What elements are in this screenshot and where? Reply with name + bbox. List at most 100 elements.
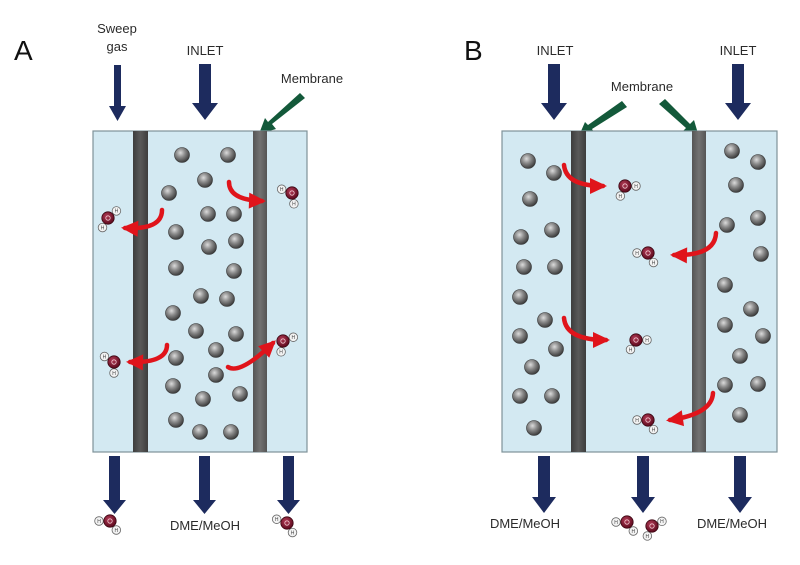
sweep-outlet-arrow-right <box>277 456 300 514</box>
svg-text:H: H <box>629 347 633 353</box>
methanol-particle <box>165 378 181 394</box>
methanol-particle <box>193 288 209 304</box>
panel-a-letter: A <box>14 35 33 66</box>
water-molecule-icon: HH <box>611 515 639 536</box>
water-molecule-icon: HH <box>97 206 122 233</box>
oxygen-atom <box>620 515 634 529</box>
product-outlet-arrow-b-right <box>728 456 752 513</box>
hydrogen-atom <box>625 344 636 355</box>
oxygen-atom <box>641 413 655 427</box>
sweep-gas-inlet-arrow <box>109 65 126 121</box>
svg-text:H: H <box>660 519 664 525</box>
oxygen-atom <box>107 355 121 369</box>
svg-text:H: H <box>635 418 639 424</box>
hydrogen-atom <box>276 184 287 194</box>
hydrogen-atom <box>632 415 642 425</box>
sweep-outlet-arrow-left <box>103 456 126 514</box>
svg-text:H: H <box>115 209 119 215</box>
sweep-gas-label-line1: Sweep <box>97 21 137 36</box>
methanol-particles-a <box>161 147 248 440</box>
hydrogen-atom <box>111 206 122 216</box>
hydrogen-atom <box>611 517 621 527</box>
svg-text:H: H <box>635 251 639 257</box>
water-molecule-icon: HH <box>625 333 652 355</box>
methanol-particle <box>168 260 184 276</box>
oxygen-atom <box>103 514 117 528</box>
membrane-b-right <box>692 131 706 452</box>
methanol-particle <box>524 359 540 375</box>
membrane-pointer-arrow-a <box>259 93 305 134</box>
methanol-particle <box>512 289 528 305</box>
methanol-particle <box>161 185 177 201</box>
svg-text:H: H <box>619 194 623 200</box>
methanol-particle <box>165 305 181 321</box>
hydrogen-atom <box>657 516 667 527</box>
product-outlet-label-a: DME/MeOH <box>170 518 240 533</box>
hydrogen-atom <box>642 335 652 345</box>
inlet-label-a: INLET <box>187 43 224 58</box>
water-molecule-icon: HH <box>632 246 659 268</box>
methanol-particle <box>516 259 532 275</box>
membrane-pointer-arrow-b-right <box>659 99 699 137</box>
methanol-particle <box>168 224 184 240</box>
hydrogen-atom <box>97 222 108 233</box>
hydrogen-atom <box>289 199 299 209</box>
svg-text:H: H <box>292 335 296 341</box>
product-outlet-label-b-left: DME/MeOH <box>490 516 560 531</box>
methanol-particle <box>168 412 184 428</box>
methanol-particle <box>200 206 216 222</box>
product-outlet-arrow-b-left <box>532 456 556 513</box>
sweep-gas-label-line2: gas <box>107 39 128 54</box>
hydrogen-atom <box>109 368 119 378</box>
methanol-particle <box>520 153 536 169</box>
methanol-particle <box>750 376 766 392</box>
permeation-arrow <box>666 390 716 427</box>
membrane-label-b: Membrane <box>611 79 673 94</box>
methanol-particle <box>753 246 769 262</box>
permeation-arrow <box>225 340 276 371</box>
methanol-particle <box>513 229 529 245</box>
methanol-particle <box>228 233 244 249</box>
svg-text:H: H <box>631 529 635 535</box>
water-molecule-icon: HH <box>615 179 641 201</box>
methanol-particle <box>732 407 748 423</box>
methanol-particle <box>544 222 560 238</box>
methanol-particle <box>743 301 759 317</box>
methanol-particle <box>232 386 248 402</box>
methanol-particle <box>719 217 735 233</box>
membrane-label-a: Membrane <box>281 71 343 86</box>
permeation-arrow <box>561 162 607 194</box>
svg-text:H: H <box>652 260 656 266</box>
methanol-particle <box>717 317 733 333</box>
svg-text:H: H <box>114 528 118 534</box>
inlet-label-b-left: INLET <box>537 43 574 58</box>
methanol-particle <box>192 424 208 440</box>
methanol-particle <box>537 312 553 328</box>
oxygen-atom <box>285 186 299 200</box>
methanol-particle <box>226 206 242 222</box>
svg-text:H: H <box>280 187 284 193</box>
svg-text:H: H <box>652 427 656 433</box>
svg-text:H: H <box>103 354 107 360</box>
oxygen-atom <box>645 519 659 533</box>
water-outlet-arrow-b <box>631 456 655 513</box>
methanol-particle <box>174 147 190 163</box>
permeation-arrow <box>121 207 165 237</box>
hydrogen-atom <box>111 525 122 535</box>
hydrogen-atom <box>615 191 626 201</box>
svg-text:H: H <box>279 350 283 356</box>
svg-text:H: H <box>112 371 116 377</box>
hydrogen-atom <box>276 347 286 357</box>
svg-text:H: H <box>101 225 105 231</box>
inlet-label-b-right: INLET <box>720 43 757 58</box>
methanol-particle <box>526 420 542 436</box>
oxygen-atom <box>641 246 655 260</box>
svg-text:H: H <box>291 530 295 536</box>
permeation-arrow <box>561 315 610 348</box>
oxygen-atom <box>280 516 294 530</box>
hydrogen-atom <box>648 257 659 268</box>
membrane-b-left <box>571 131 586 452</box>
oxygen-atom <box>101 211 115 225</box>
